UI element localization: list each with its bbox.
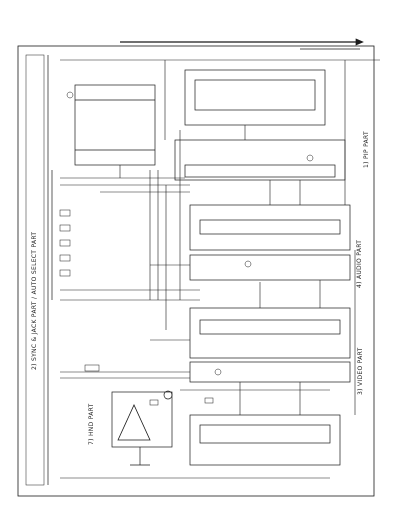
bus-horizontal — [60, 59, 380, 479]
section-label-video: 3) VIDEO PART — [357, 347, 364, 395]
ic-bottom — [189, 414, 341, 466]
left-connector-block — [25, 54, 53, 486]
hnd-block — [111, 390, 173, 466]
ic-pip-lower — [174, 139, 346, 181]
section-label-hnd: 7) HND PART — [88, 403, 95, 445]
components — [59, 91, 314, 406]
section-label-pip: 1) PIP PART — [363, 130, 370, 168]
ic-top-left — [74, 84, 156, 166]
frame-border — [17, 45, 375, 497]
ic-video — [189, 307, 351, 383]
section-label-sync-av: 2) SYNC & JACK PART / AUTO SELECT PART — [31, 231, 38, 370]
ic-audio — [189, 204, 351, 281]
ic-pip — [184, 69, 326, 126]
bus-vertical — [119, 60, 356, 415]
section-label-audio: 4) AUDIO PART — [356, 239, 363, 288]
